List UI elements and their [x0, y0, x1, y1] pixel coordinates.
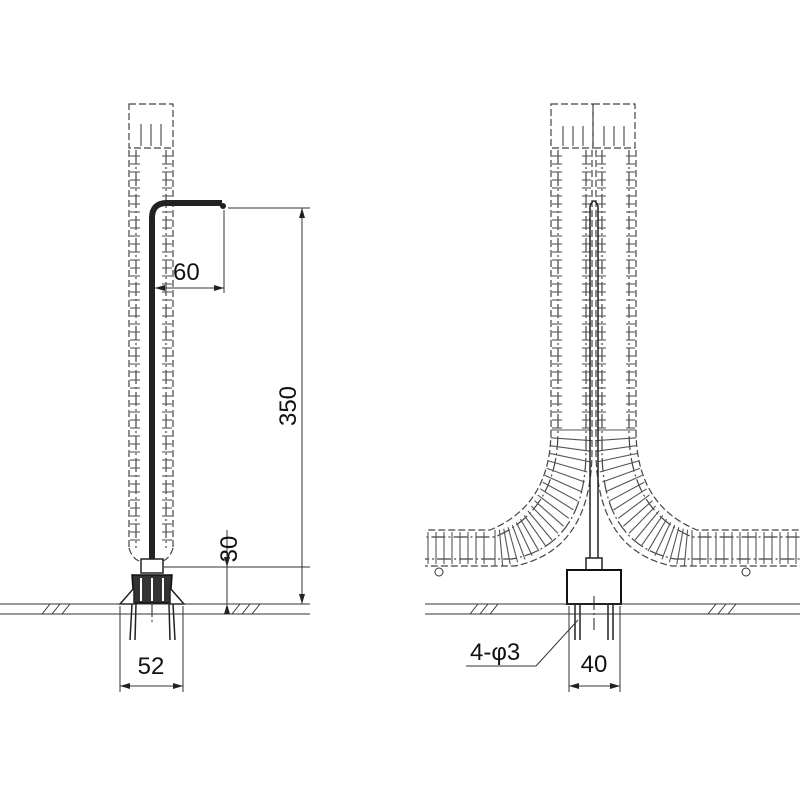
hose-rib	[515, 522, 533, 556]
hose-rib	[609, 481, 645, 502]
hose-rib	[507, 527, 519, 563]
hose-rib	[683, 529, 689, 566]
dim-30-label: 30	[216, 536, 243, 563]
hose-rib	[546, 467, 585, 483]
side-hose-ribs	[427, 155, 797, 566]
hose-rib	[605, 474, 643, 493]
hose-rib	[599, 460, 639, 473]
side-view: 4-φ3 40	[425, 103, 800, 692]
hose-rib	[595, 437, 637, 442]
side-hose-tops	[550, 103, 636, 149]
hose-rib	[534, 500, 564, 527]
hose-rib	[550, 445, 591, 452]
dim-40: 40	[568, 606, 621, 692]
hose-rib	[596, 445, 637, 452]
hose-rib	[537, 494, 570, 519]
hose-rib	[640, 514, 664, 547]
hose-rib	[527, 510, 553, 541]
side-hose-outline	[425, 150, 800, 577]
front-hose-outline	[128, 103, 174, 563]
hose-rib	[602, 467, 641, 483]
dim-52: 52	[119, 606, 184, 692]
hose-rib	[628, 505, 657, 534]
hose-rib	[548, 460, 588, 473]
hose-rib	[530, 505, 559, 534]
hose-rib	[550, 437, 592, 442]
hose-rib	[647, 518, 668, 552]
hose-rib	[623, 500, 653, 527]
hose-rib	[661, 524, 676, 560]
front-base	[118, 558, 186, 641]
dim-40-label: 40	[581, 651, 608, 678]
hose-rib	[617, 494, 650, 519]
dim-60-label: 60	[173, 259, 200, 286]
hose-rib	[544, 474, 582, 493]
hose-rib	[542, 481, 578, 502]
side-ground-line	[425, 603, 800, 615]
hose-rib	[597, 452, 638, 463]
hose-rib	[634, 510, 660, 541]
hose-rib	[498, 529, 504, 566]
front-ground-line	[0, 603, 310, 615]
hose-rib	[668, 527, 680, 563]
dim-pin-callout: 4-φ3	[466, 619, 579, 667]
front-view: 60 350 30 52	[0, 103, 310, 692]
hose-rib	[503, 528, 511, 565]
hose-rib	[523, 514, 547, 547]
dim-60: 60	[155, 210, 225, 293]
l-rod	[149, 200, 222, 560]
dim-30: 30	[164, 530, 243, 614]
hose-rib	[519, 518, 540, 552]
hose-rib	[676, 528, 684, 565]
side-rod	[589, 200, 599, 560]
hose-rib	[549, 452, 590, 463]
hose-rib	[511, 524, 526, 560]
hose-rib	[613, 488, 647, 511]
hose-rib	[540, 488, 574, 511]
side-base	[566, 557, 622, 640]
dim-52-label: 52	[138, 653, 165, 680]
dim-350-label: 350	[275, 386, 302, 426]
dim-350: 350	[228, 207, 310, 604]
pin-callout-label: 4-φ3	[470, 639, 520, 666]
hose-rib	[654, 522, 672, 556]
